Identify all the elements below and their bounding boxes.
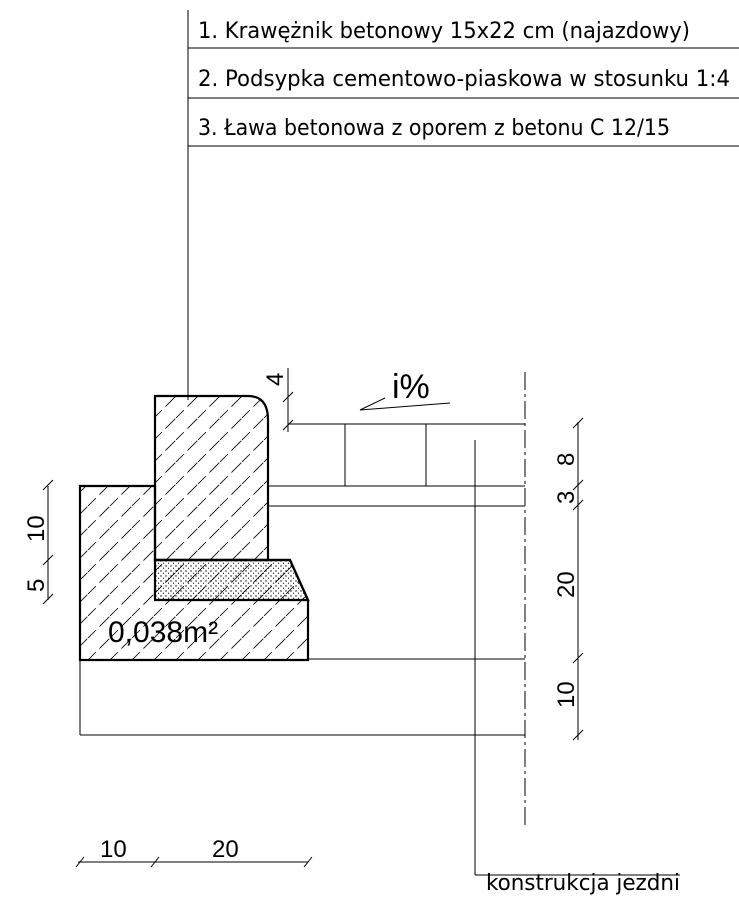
dim-right-10: 10	[553, 681, 580, 708]
curb-offset-dimension: 4	[262, 368, 294, 432]
area-label: 0,038m²	[108, 616, 218, 649]
concrete-curb	[153, 394, 270, 562]
slope-indicator: i%	[359, 368, 451, 411]
dim-right-20: 20	[553, 571, 580, 598]
dim-4: 4	[262, 373, 289, 386]
cement-sand-bedding	[153, 558, 310, 602]
dim-bottom-20: 20	[212, 836, 239, 863]
legend-item-3: 3. Ława betonowa z oporem z betonu C 12/…	[198, 116, 670, 141]
dim-right-3: 3	[553, 491, 580, 504]
dim-left-5: 5	[23, 579, 50, 592]
dim-bottom-10: 10	[100, 836, 127, 863]
legend-item-2: 2. Podsypka cementowo-piaskowa w stosunk…	[198, 67, 730, 92]
right-dimensions: 8 3 20 10	[553, 417, 584, 741]
left-dimensions: 10 5	[23, 479, 54, 605]
bottom-dimensions: 10 20	[75, 836, 313, 868]
legend-table: 1. Krawężnik betonowy 15x22 cm (najazdow…	[187, 10, 739, 400]
slope-label: i%	[392, 368, 430, 406]
dim-right-8: 8	[553, 453, 580, 466]
legend-item-1: 1. Krawężnik betonowy 15x22 cm (najazdow…	[198, 19, 690, 44]
road-layers	[79, 372, 680, 876]
dim-left-10: 10	[23, 515, 50, 542]
road-construction-label: konstrukcja jezdni	[486, 871, 680, 896]
